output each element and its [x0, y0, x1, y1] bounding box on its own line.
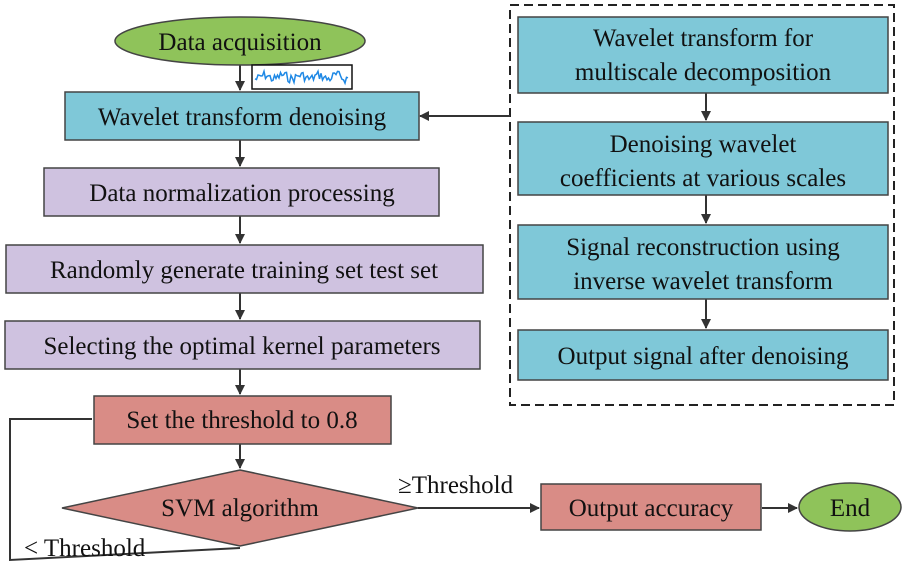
edge-label-ge-threshold: ≥Threshold — [398, 472, 514, 499]
detail-step-2: Denoising wavelet coefficients at variou… — [517, 121, 889, 196]
node-output-accuracy: Output accuracy — [540, 483, 762, 531]
detail-step-1: Wavelet transform for multiscale decompo… — [517, 16, 889, 94]
node-wavelet-denoising-label: Wavelet transform denoising — [98, 104, 387, 131]
edge-loop-back — [9, 418, 241, 562]
detail-step-3-line-2: inverse wavelet transform — [573, 268, 833, 295]
noisy-signal-icon — [251, 64, 353, 90]
detail-step-1-line-1: Wavelet transform for — [593, 25, 814, 52]
detail-step-4-label: Output signal after denoising — [558, 343, 849, 370]
node-wavelet-denoising: Wavelet transform denoising — [64, 91, 420, 141]
detail-step-2-line-1: Denoising wavelet — [610, 131, 797, 158]
edge-label-lt-threshold: < Threshold — [24, 535, 146, 562]
node-svm-label: SVM algorithm — [161, 495, 319, 522]
detail-step-1-line-2: multiscale decomposition — [575, 59, 832, 86]
node-normalization-label: Data normalization processing — [89, 180, 395, 207]
node-kernel-params-label: Selecting the optimal kernel parameters — [43, 333, 440, 360]
node-threshold: Set the threshold to 0.8 — [93, 395, 392, 445]
node-svm: SVM algorithm — [61, 469, 419, 547]
node-normalization: Data normalization processing — [43, 167, 440, 217]
node-random-sets-label: Randomly generate training set test set — [50, 257, 438, 284]
detail-step-3: Signal reconstruction using inverse wave… — [517, 224, 889, 300]
node-threshold-label: Set the threshold to 0.8 — [126, 407, 357, 434]
node-random-sets: Randomly generate training set test set — [5, 244, 484, 294]
node-end: End — [798, 482, 902, 532]
node-data-acquisition: Data acquisition — [114, 16, 366, 66]
node-output-accuracy-label: Output accuracy — [569, 495, 734, 522]
detail-step-3-line-1: Signal reconstruction using — [566, 234, 840, 261]
detail-step-4: Output signal after denoising — [517, 329, 889, 381]
detail-step-2-line-2: coefficients at various scales — [560, 165, 846, 192]
node-end-label: End — [830, 495, 871, 522]
node-kernel-params: Selecting the optimal kernel parameters — [4, 320, 481, 370]
node-data-acquisition-label: Data acquisition — [158, 29, 322, 56]
